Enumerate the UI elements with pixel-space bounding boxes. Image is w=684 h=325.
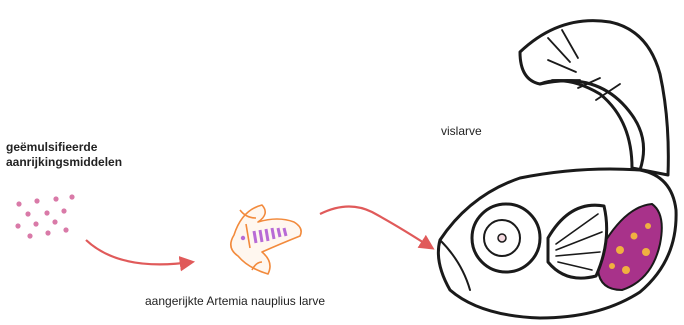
emulsified-enrichment-label: geëmulsifieerde aanrijkingsmiddelen xyxy=(6,140,122,170)
emulsified-label-line1: geëmulsifieerde xyxy=(6,140,122,155)
arrow-emulsion-to-artemia xyxy=(86,240,192,264)
artemia-nauplius xyxy=(231,205,301,274)
fish-larva xyxy=(438,21,676,318)
arrow-artemia-to-fish xyxy=(320,206,432,248)
fish-larva-label: vislarve xyxy=(441,124,482,139)
emulsified-label-line2: aanrijkingsmiddelen xyxy=(6,155,122,170)
emulsion-droplets xyxy=(15,194,74,238)
artemia-label: aangerijkte Artemia nauplius larve xyxy=(145,294,325,309)
